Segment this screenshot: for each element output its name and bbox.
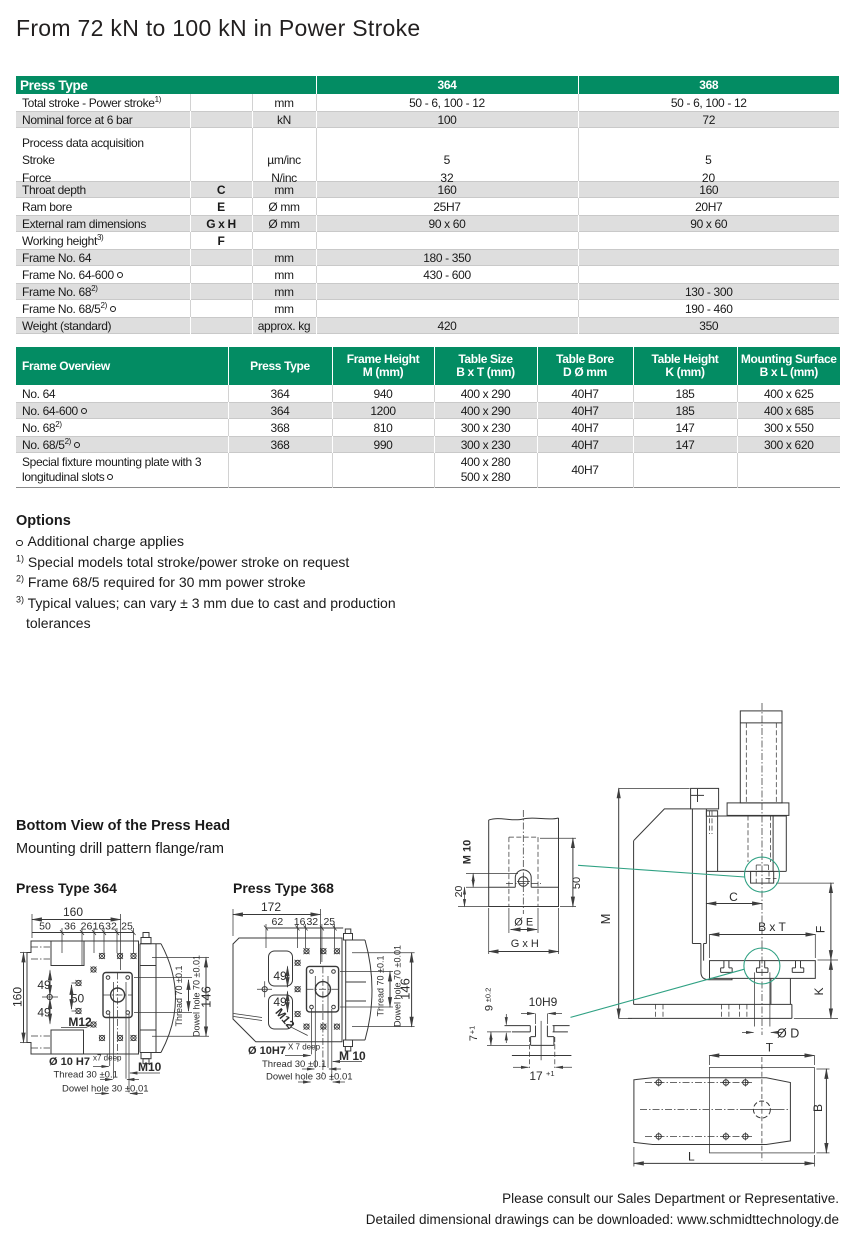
svg-text:Dowel hole 30 ±0.01: Dowel hole 30 ±0.01 bbox=[62, 1084, 149, 1095]
svg-text:Ø 10H7: Ø 10H7 bbox=[248, 1045, 286, 1057]
svg-text:M12: M12 bbox=[68, 1015, 92, 1029]
svg-text:25: 25 bbox=[323, 916, 335, 928]
svg-text:L: L bbox=[688, 1150, 695, 1164]
svg-text:16: 16 bbox=[93, 921, 105, 933]
svg-text:±0.2: ±0.2 bbox=[483, 988, 492, 1003]
svg-text:32: 32 bbox=[105, 921, 117, 933]
svg-text:M: M bbox=[598, 914, 613, 925]
svg-text:+1: +1 bbox=[468, 1026, 477, 1035]
svg-text:7: 7 bbox=[468, 1035, 480, 1041]
svg-text:Dowel hole 70 ±0.01: Dowel hole 70 ±0.01 bbox=[192, 955, 202, 1037]
svg-text:50: 50 bbox=[39, 921, 51, 933]
svg-text:17: 17 bbox=[529, 1069, 543, 1083]
svg-text:K: K bbox=[812, 987, 826, 995]
svg-text:49: 49 bbox=[37, 978, 51, 992]
svg-text:B x T: B x T bbox=[758, 920, 786, 934]
svg-text:B: B bbox=[811, 1104, 825, 1112]
svg-text:62: 62 bbox=[272, 916, 284, 928]
svg-text:Thread 30 ±0.1: Thread 30 ±0.1 bbox=[262, 1059, 326, 1070]
svg-text:49: 49 bbox=[37, 1006, 51, 1020]
svg-text:50: 50 bbox=[71, 992, 85, 1006]
svg-text:146: 146 bbox=[398, 978, 413, 1000]
svg-text:M10: M10 bbox=[138, 1060, 162, 1074]
svg-text:Ø E: Ø E bbox=[514, 917, 533, 929]
svg-text:49: 49 bbox=[273, 969, 287, 983]
svg-text:160: 160 bbox=[63, 905, 83, 919]
svg-text:M 10: M 10 bbox=[339, 1049, 366, 1063]
svg-text:C: C bbox=[729, 890, 738, 904]
svg-text:9: 9 bbox=[483, 1005, 495, 1011]
svg-text:+1: +1 bbox=[546, 1069, 555, 1078]
svg-text:Ø D: Ø D bbox=[777, 1027, 799, 1041]
svg-text:Dowel hole 70 ±0.01: Dowel hole 70 ±0.01 bbox=[392, 945, 402, 1027]
svg-text:G x H: G x H bbox=[511, 938, 539, 950]
svg-text:16: 16 bbox=[294, 916, 306, 928]
svg-text:M 10: M 10 bbox=[462, 840, 474, 864]
svg-text:Ø 10 H7: Ø 10 H7 bbox=[49, 1056, 90, 1068]
svg-text:T: T bbox=[766, 1041, 774, 1055]
svg-text:Thread 70 ±0.1: Thread 70 ±0.1 bbox=[375, 956, 385, 1017]
svg-text:49: 49 bbox=[273, 995, 287, 1009]
svg-text:x7 deep: x7 deep bbox=[93, 1054, 122, 1063]
svg-text:20: 20 bbox=[453, 886, 465, 898]
svg-text:36: 36 bbox=[64, 921, 76, 933]
svg-text:172: 172 bbox=[261, 900, 281, 914]
svg-text:32: 32 bbox=[306, 916, 318, 928]
svg-text:F: F bbox=[813, 926, 827, 933]
svg-text:X 7 deep: X 7 deep bbox=[288, 1043, 321, 1052]
svg-text:25: 25 bbox=[121, 921, 133, 933]
svg-text:Dowel hole 30 ±0.01: Dowel hole 30 ±0.01 bbox=[266, 1072, 353, 1083]
svg-text:26: 26 bbox=[81, 921, 93, 933]
svg-text:10H9: 10H9 bbox=[529, 995, 558, 1009]
svg-text:160: 160 bbox=[11, 987, 25, 1007]
svg-text:Thread 70 ±0.1: Thread 70 ±0.1 bbox=[174, 966, 184, 1027]
svg-text:Thread 30 ±0.1: Thread 30 ±0.1 bbox=[54, 1070, 118, 1081]
